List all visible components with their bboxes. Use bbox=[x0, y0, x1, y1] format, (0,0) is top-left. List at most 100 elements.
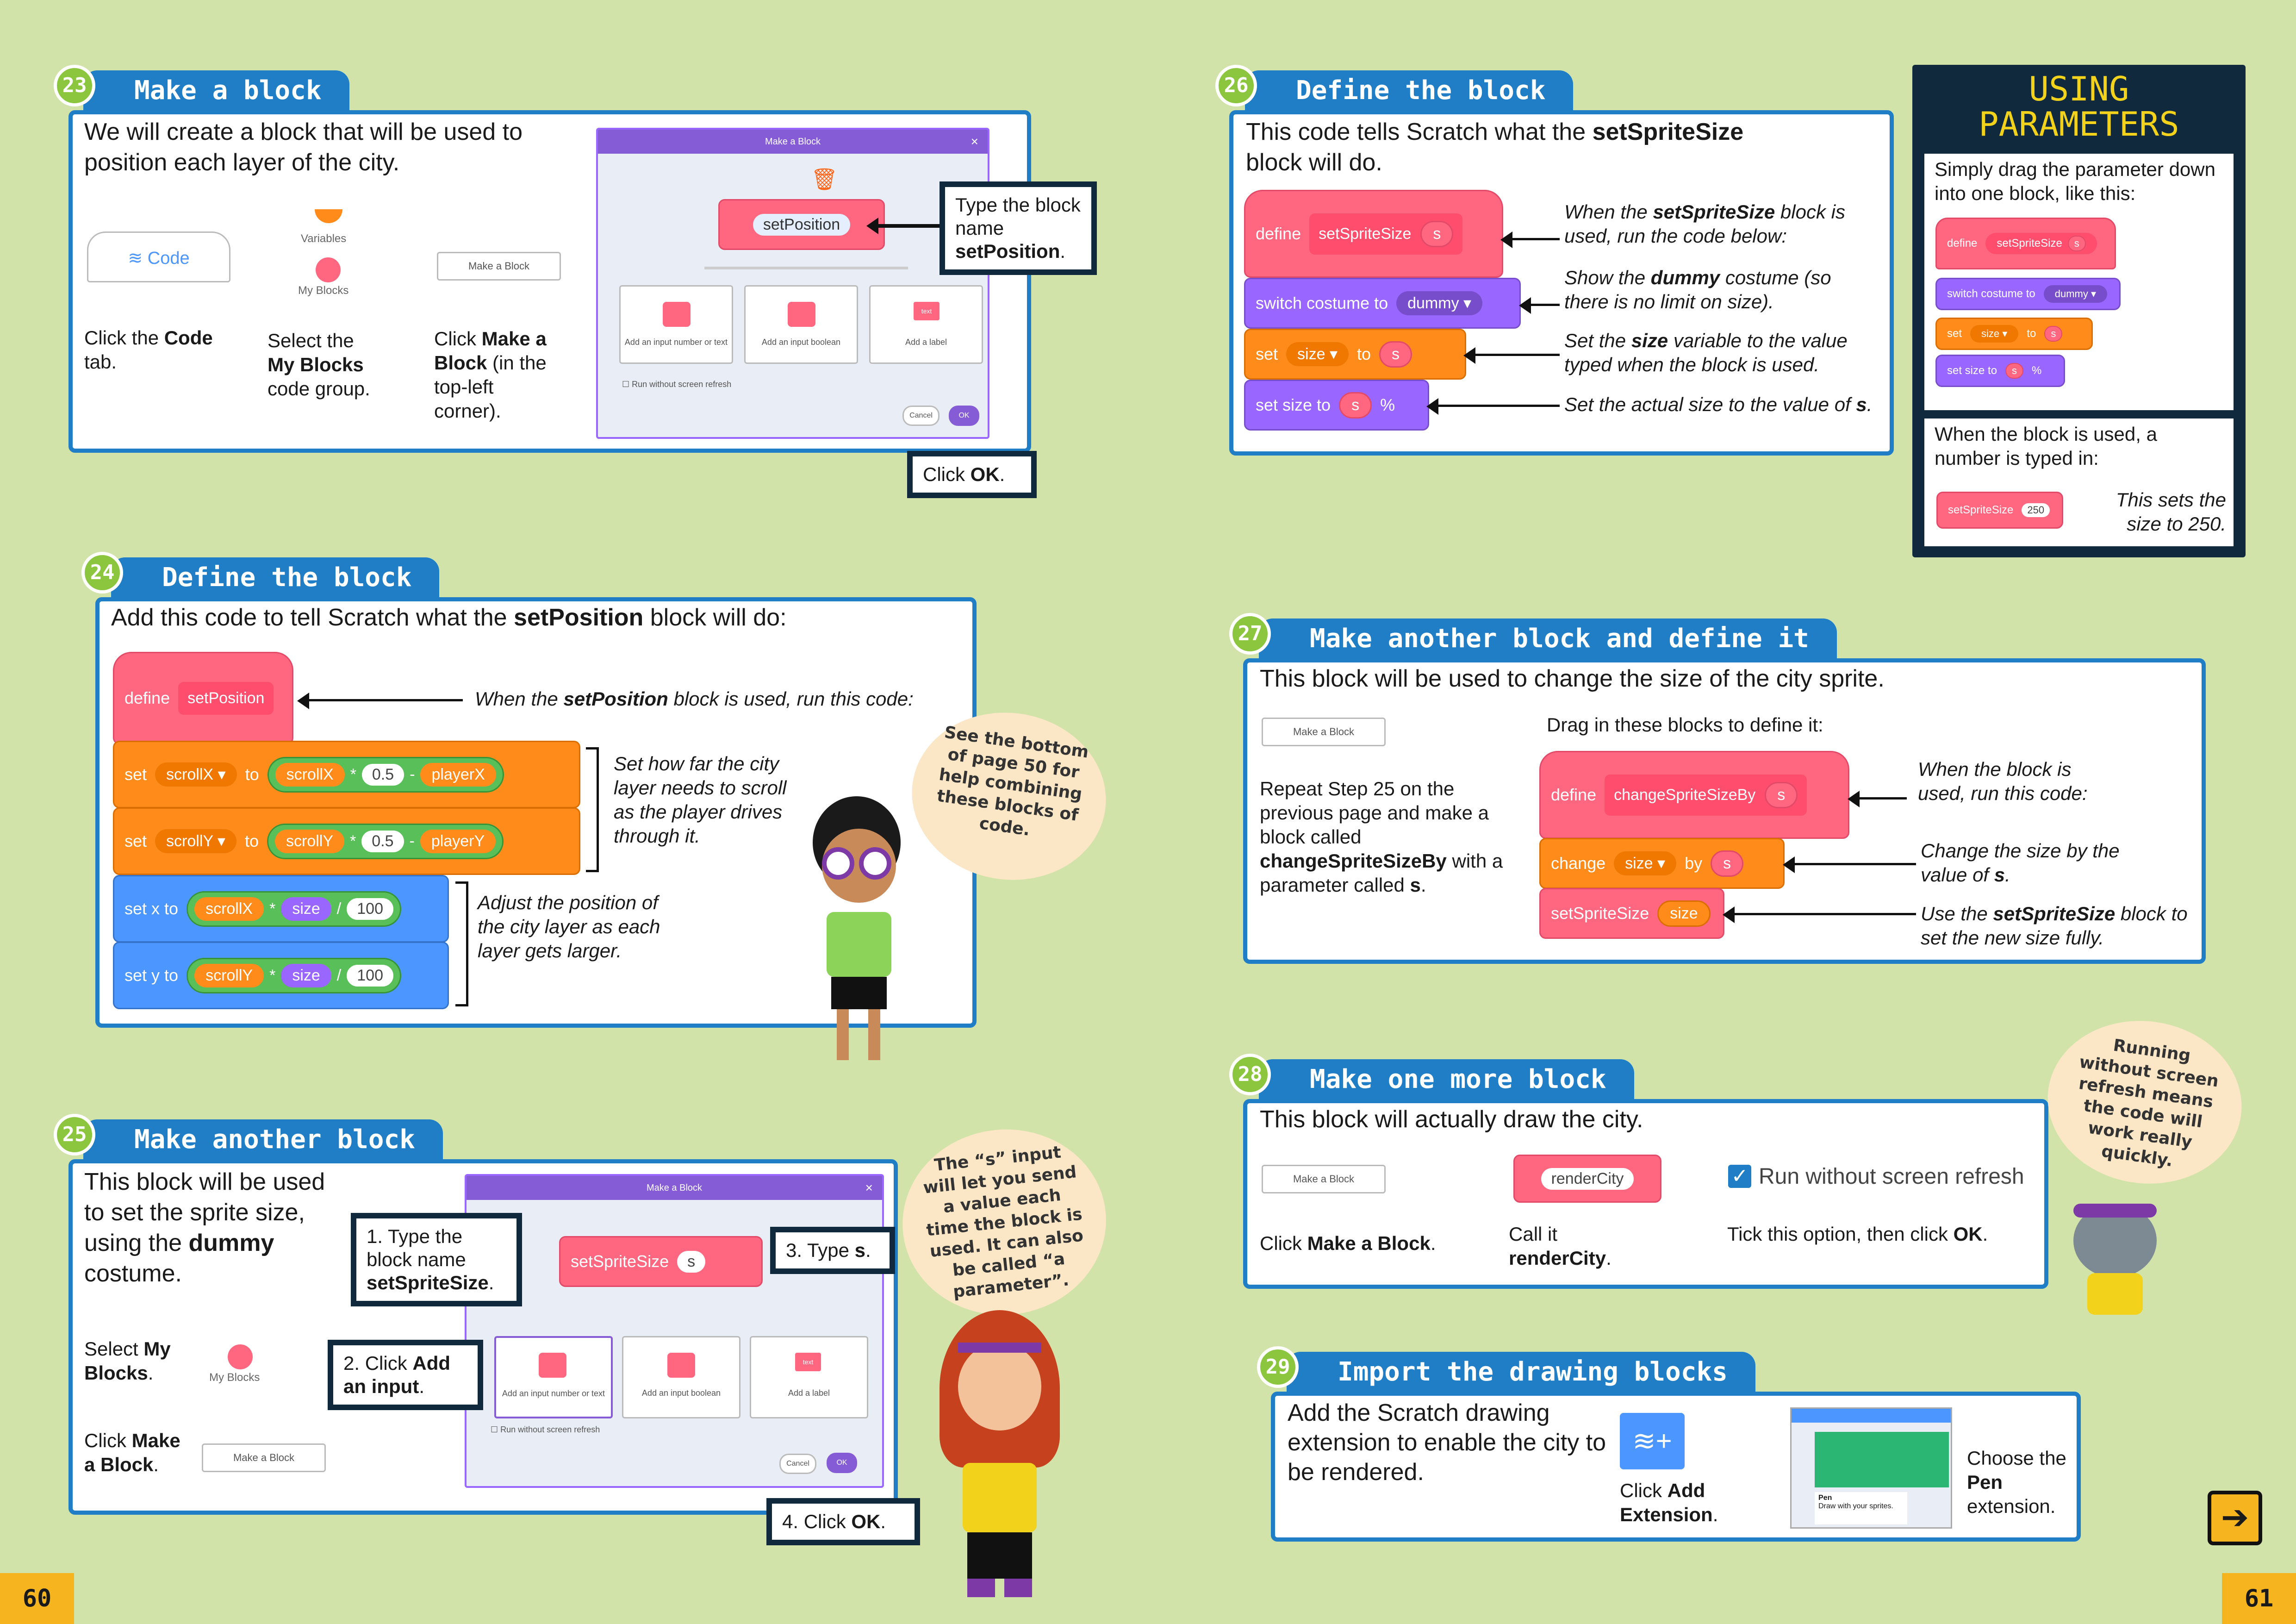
page-number-right: 61 bbox=[2222, 1573, 2296, 1624]
dialog-ok-button[interactable]: OK bbox=[949, 406, 979, 426]
size-dropdown[interactable]: size ▾ bbox=[1286, 342, 1349, 366]
using-parameters-title-1: USING bbox=[2028, 69, 2129, 108]
step-29-ext-caption: Click Add Extension. bbox=[1620, 1480, 1718, 1525]
page-number-left: 60 bbox=[0, 1573, 74, 1624]
s26-arrow-1 bbox=[1500, 231, 1560, 248]
callout-4-click-ok: 4. Click OK. bbox=[766, 1498, 920, 1545]
code-tab-label: Code bbox=[147, 249, 190, 268]
make-a-block-button-25[interactable]: Make a Block bbox=[202, 1443, 326, 1472]
step-27-note-1: When the block is used, run this code: bbox=[1918, 758, 2088, 804]
step-25-speech-bubble: The “s” input will let you send a value … bbox=[893, 1119, 1115, 1325]
step-23-number: 23 bbox=[54, 65, 95, 106]
step-24-intro: Add this code to tell Scratch what the s… bbox=[111, 604, 787, 631]
label-input-icon: text bbox=[914, 302, 940, 320]
run-without-refresh-checkbox-28[interactable]: ✓ bbox=[1728, 1165, 1751, 1188]
my-blocks-label-25: My Blocks bbox=[209, 1371, 260, 1384]
block-name-input[interactable]: setPosition bbox=[753, 213, 851, 236]
callout-2-add-input: 2. Click Add an input. bbox=[328, 1340, 483, 1410]
step-27-intro: This block will be used to change the si… bbox=[1260, 665, 1885, 692]
trash-icon[interactable]: 🗑 bbox=[811, 167, 838, 191]
my-blocks-dot[interactable] bbox=[316, 257, 341, 282]
run-without-refresh-label-28: Run without screen refresh bbox=[1759, 1164, 2024, 1189]
cat-character-illustration bbox=[2064, 1199, 2166, 1319]
make-a-block-button-27[interactable]: Make a Block bbox=[1262, 718, 1386, 746]
dialog-title: Make a Block bbox=[598, 130, 988, 154]
s26-arrow-3 bbox=[1463, 347, 1560, 364]
next-page-arrow-icon[interactable]: ➔ bbox=[2208, 1491, 2262, 1545]
step-26-intro: This code tells Scratch what the setSpri… bbox=[1246, 119, 1744, 176]
step-27-note-2: Change the size by the value of s. bbox=[1921, 840, 2120, 886]
step-23-header: Make a block bbox=[83, 70, 349, 111]
set-x-block: set x to scrollX* size/ 100 bbox=[113, 875, 449, 943]
step-27-note-3: Use the setSpriteSize block to set the n… bbox=[1921, 903, 2188, 949]
set-scrolly-block: set scrollY ▾ to scrollY* 0.5- playerY bbox=[113, 807, 580, 875]
step-25-select-caption: Select My Blocks. bbox=[84, 1338, 171, 1384]
step-28-intro: This block will actually draw the city. bbox=[1260, 1106, 1643, 1133]
step-23-caption-3: Click Make a Block (in the top-left corn… bbox=[434, 328, 547, 422]
step-29-number: 29 bbox=[1257, 1346, 1299, 1388]
step-28-caption-3: Tick this option, then click OK. bbox=[1727, 1223, 1988, 1245]
boolean-input-icon bbox=[788, 302, 815, 327]
code-tab-icon: ≋ bbox=[128, 249, 148, 268]
run-without-refresh-checkbox-25[interactable]: ☐ Run without screen refresh bbox=[491, 1425, 600, 1434]
params-text-3: This sets the size to 250. bbox=[2116, 489, 2226, 535]
step-28-header: Make one more block bbox=[1259, 1059, 1634, 1100]
using-parameters-title-2: PARAMETERS bbox=[1979, 105, 2179, 144]
s27-arrow-2 bbox=[1783, 856, 1916, 873]
s27-arrow-1 bbox=[1848, 791, 1907, 807]
dialog-close-icon-25[interactable]: × bbox=[865, 1181, 873, 1195]
code-tab[interactable]: ≋ Code bbox=[87, 231, 230, 282]
step-29-header: Import the drawing blocks bbox=[1287, 1352, 1755, 1393]
step-24-note-1: When the setPosition block is used, run … bbox=[475, 688, 914, 710]
add-label-option[interactable]: Add a label bbox=[869, 285, 983, 364]
step-25-intro: This block will be used to set the sprit… bbox=[84, 1168, 325, 1287]
add-extension-icon[interactable]: ≋+ bbox=[1620, 1413, 1685, 1469]
rendercity-prototype-block: renderCity bbox=[1513, 1155, 1661, 1203]
step-29-pen-caption: Choose the Pen extension. bbox=[1967, 1447, 2066, 1517]
step-26-note-3: Set the size variable to the value typed… bbox=[1564, 330, 1848, 375]
step-28-caption-2: Call it renderCity. bbox=[1509, 1223, 1612, 1269]
step-29-intro: Add the Scratch drawing extension to ena… bbox=[1288, 1399, 1606, 1486]
dialog-cancel-button-25[interactable]: Cancel bbox=[779, 1454, 816, 1474]
run-without-refresh-checkbox[interactable]: ☐ Run without screen refresh bbox=[622, 380, 732, 389]
params-text-1: Simply drag the parameter down into one … bbox=[1935, 158, 2215, 204]
change-size-dropdown[interactable]: size ▾ bbox=[1614, 851, 1677, 875]
my-blocks-label: My Blocks bbox=[298, 284, 349, 297]
label-input-icon-25: text bbox=[795, 1353, 821, 1371]
step-23-caption-1: Click the Code tab. bbox=[84, 327, 213, 373]
my-blocks-dot-25[interactable] bbox=[228, 1344, 253, 1369]
dialog-divider bbox=[704, 267, 908, 269]
dialog-ok-button-25[interactable]: OK bbox=[827, 1453, 857, 1473]
input-s-field[interactable]: s bbox=[677, 1250, 706, 1273]
dialog-close-icon[interactable]: × bbox=[971, 134, 978, 149]
callout-3-type-s: 3. Type s. bbox=[770, 1227, 895, 1274]
variables-label: Variables bbox=[301, 232, 347, 245]
s26-arrow-2 bbox=[1519, 297, 1560, 314]
add-label-option-25[interactable]: Add a label bbox=[750, 1336, 868, 1418]
rendercity-name-input[interactable]: renderCity bbox=[1541, 1168, 1634, 1190]
dialog-title-25: Make a Block bbox=[467, 1176, 882, 1200]
scrollx-dropdown[interactable]: scrollX ▾ bbox=[155, 762, 237, 787]
make-a-block-button[interactable]: Make a Block bbox=[437, 252, 561, 281]
number-input-icon bbox=[663, 302, 691, 327]
dialog-cancel-button[interactable]: Cancel bbox=[902, 406, 940, 426]
note3-bracket bbox=[455, 881, 468, 1006]
costume-dropdown[interactable]: dummy ▾ bbox=[1396, 291, 1483, 315]
scrolly-dropdown[interactable]: scrollY ▾ bbox=[155, 829, 236, 853]
step-27-drag-caption: Drag in these blocks to define it: bbox=[1547, 714, 1823, 736]
boy-character-illustration bbox=[794, 782, 915, 1069]
set-scrollx-block: set scrollX ▾ to scrollX* 0.5- playerX bbox=[113, 741, 580, 808]
params-text-2: When the block is used, a number is type… bbox=[1935, 423, 2157, 469]
make-a-block-button-28[interactable]: Make a Block bbox=[1262, 1165, 1386, 1193]
